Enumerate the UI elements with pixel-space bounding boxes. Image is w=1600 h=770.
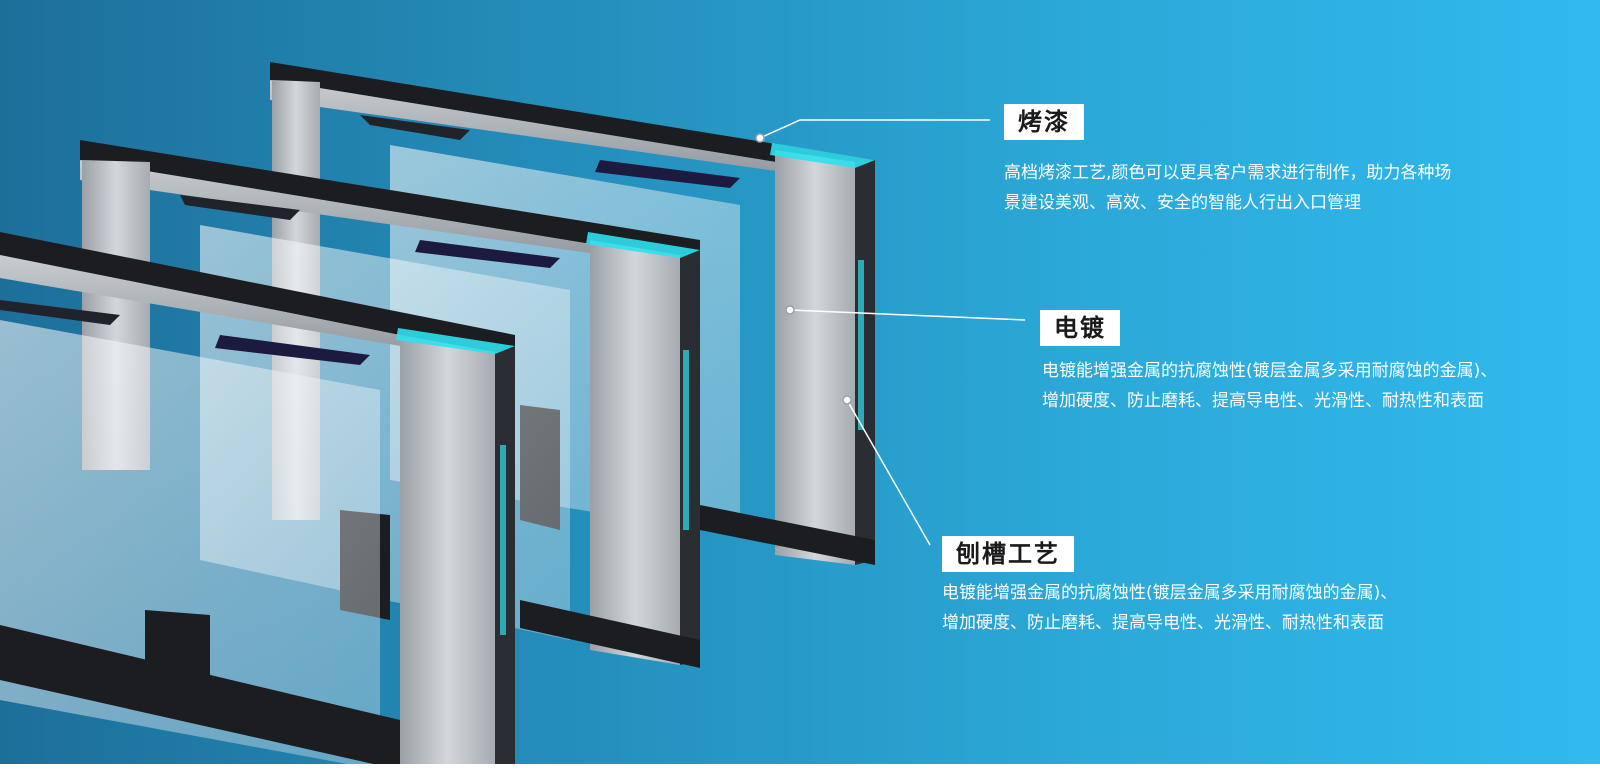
callout-title-grooving: 刨槽工艺 xyxy=(942,536,1074,572)
callout-desc-plating-line2: 增加硬度、防止磨耗、提高导电性、光滑性、耐热性和表面 xyxy=(1042,391,1484,411)
callout-title-plating: 电镀 xyxy=(1040,310,1120,346)
bottom-strip xyxy=(0,764,1600,770)
callout-desc-grooving-line1: 电镀能增强金属的抗腐蚀性(镀层金属多采用耐腐蚀的金属)、 xyxy=(942,583,1398,603)
callout-dot xyxy=(785,305,795,315)
callout-desc-grooving-line2: 增加硬度、防止磨耗、提高导电性、光滑性、耐热性和表面 xyxy=(942,613,1384,633)
callout-desc-paint-line1: 高档烤漆工艺,颜色可以更具客户需求进行制作，助力各种场 xyxy=(1004,163,1452,183)
callout-dot xyxy=(842,395,852,405)
callout-dot xyxy=(755,133,765,143)
callout-title-paint: 烤漆 xyxy=(1004,104,1084,140)
callout-desc-plating-line1: 电镀能增强金属的抗腐蚀性(镀层金属多采用耐腐蚀的金属)、 xyxy=(1042,361,1498,381)
gate-front xyxy=(0,232,515,770)
leader-lines xyxy=(755,119,1026,546)
callout-desc-paint-line2: 景建设美观、高效、安全的智能人行出入口管理 xyxy=(1004,193,1361,213)
